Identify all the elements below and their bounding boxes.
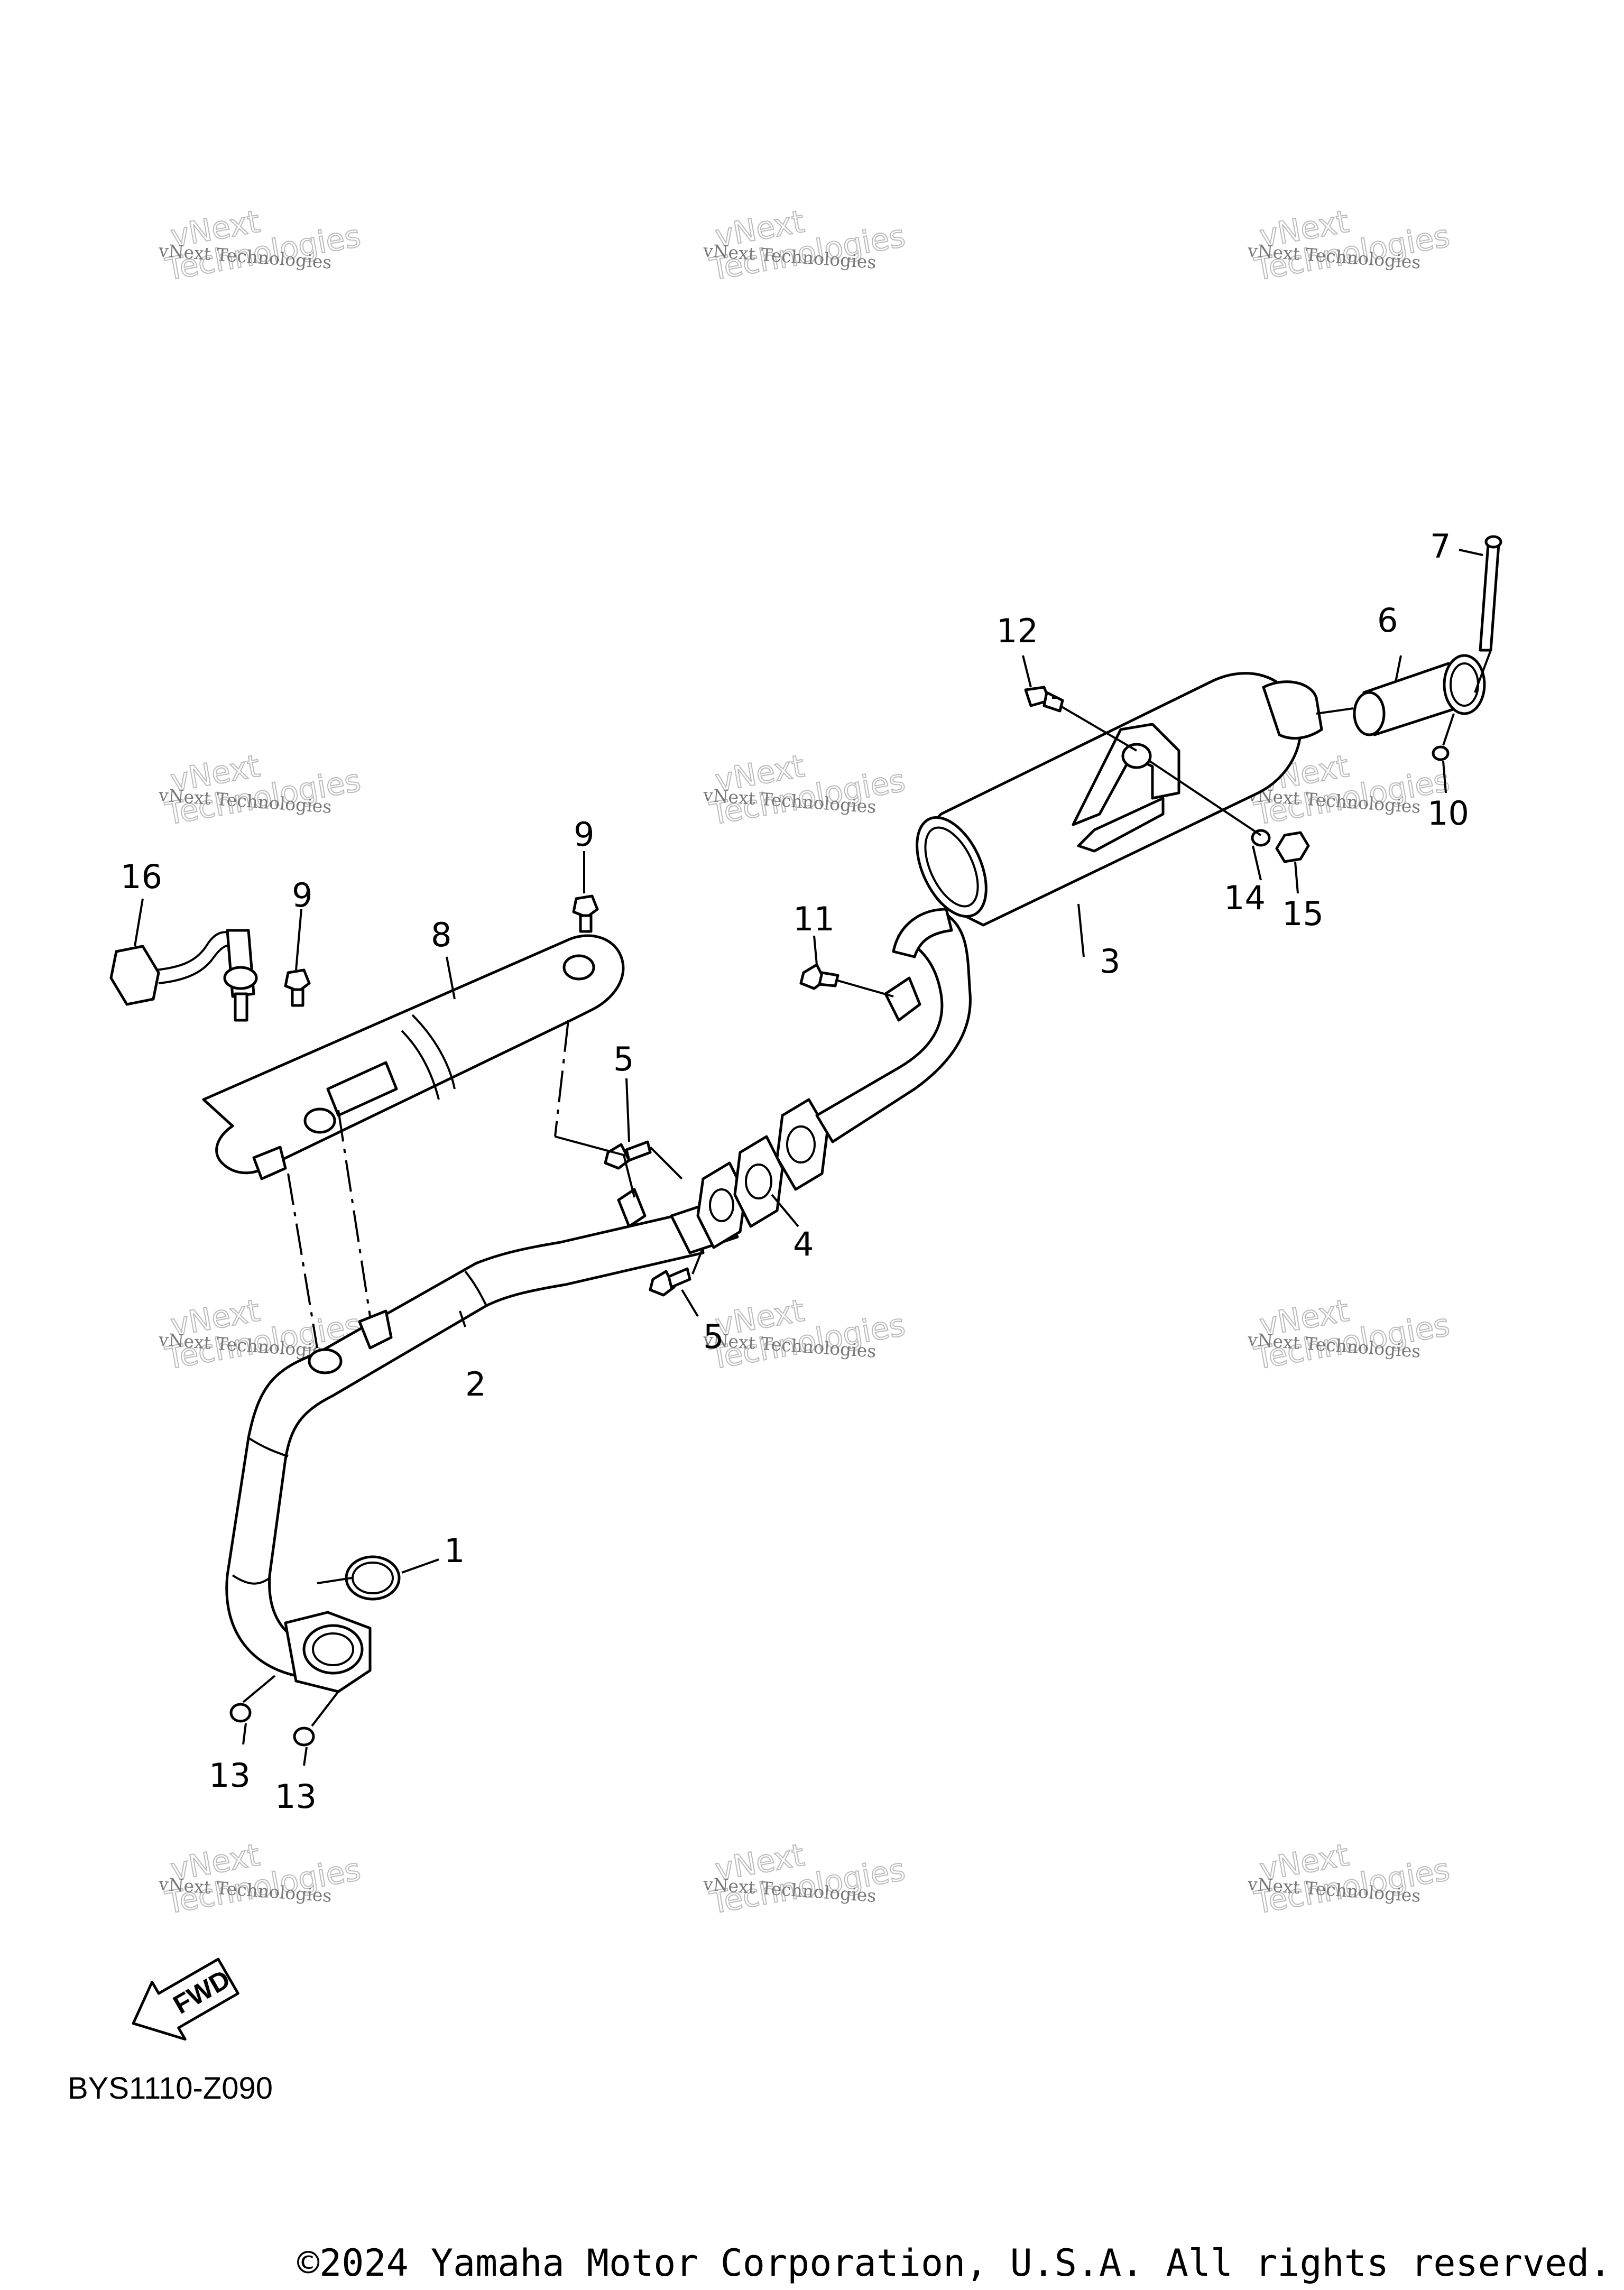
tail-pipe [1316,654,1486,736]
callout-4: 4 [793,1225,814,1263]
screw-7 [1479,535,1502,652]
watermark: vNext Technologies vNext Technologies [702,747,908,833]
muffler [916,672,1323,927]
drawing-code: BYS1110-Z090 [68,2071,273,2106]
callout-7: 7 [1430,527,1451,566]
copyright-notice: ©2024 Yamaha Motor Corporation, U.S.A. A… [297,2241,1611,2285]
callout-8: 8 [431,916,451,954]
callout-6: 6 [1377,601,1398,640]
bolt-12 [1024,686,1064,713]
watermark: vNext Technologies vNext Technologies [1247,203,1453,288]
callout-10: 10 [1427,794,1469,833]
bolt-5a [604,1140,652,1170]
washer-10 [1432,745,1450,761]
callout-14: 14 [1224,879,1266,917]
bolt-11 [799,963,839,990]
screw-9b [572,894,599,933]
watermark: vNext Technologies vNext Technologies [702,1836,908,1922]
leader-lines [134,549,1483,1766]
watermark: vNext Technologies vNext Technologies [158,203,364,288]
callout-5b: 5 [703,1317,724,1356]
callout-labels: 1 2 3 4 5 5 6 7 8 9 9 10 11 12 13 13 14 … [121,527,1469,1816]
screw-9a [284,968,311,1007]
washer-14 [1251,829,1271,847]
fwd-arrow: FWD [132,1957,239,2041]
nut-15 [1275,831,1310,863]
callout-9a: 9 [292,876,312,915]
callout-1: 1 [444,1531,465,1570]
header-pipe [225,1188,705,1693]
callout-9b: 9 [574,815,594,854]
bolt-5b [649,1267,691,1297]
watermark: vNext Technologies vNext Technologies [158,1836,364,1922]
callout-15: 15 [1282,894,1324,933]
callout-12: 12 [996,612,1038,650]
callout-5a: 5 [613,1040,634,1078]
callout-3: 3 [1100,942,1120,981]
muffler-inlet-pipe [815,908,972,1143]
gasket-4 [696,1098,829,1249]
heat-shield [202,934,625,1180]
watermark: vNext Technologies vNext Technologies [702,203,908,288]
callout-13b: 13 [275,1777,317,1816]
callout-2: 2 [465,1365,486,1403]
watermark: vNext Technologies vNext Technologies [1247,1292,1453,1377]
watermark: vNext Technologies vNext Technologies [1247,1836,1453,1922]
callout-13a: 13 [209,1756,251,1795]
o2-sensor [109,929,258,1022]
nut-13a [229,1703,252,1723]
gasket-1 [345,1555,401,1601]
watermark: vNext Technologies vNext Technologies [158,747,364,833]
nut-13b [293,1726,315,1747]
callout-11: 11 [793,900,835,938]
watermark: vNext Technologies vNext Technologies [702,1292,908,1377]
callout-16: 16 [121,857,162,896]
assembly-lines [287,650,1492,1584]
